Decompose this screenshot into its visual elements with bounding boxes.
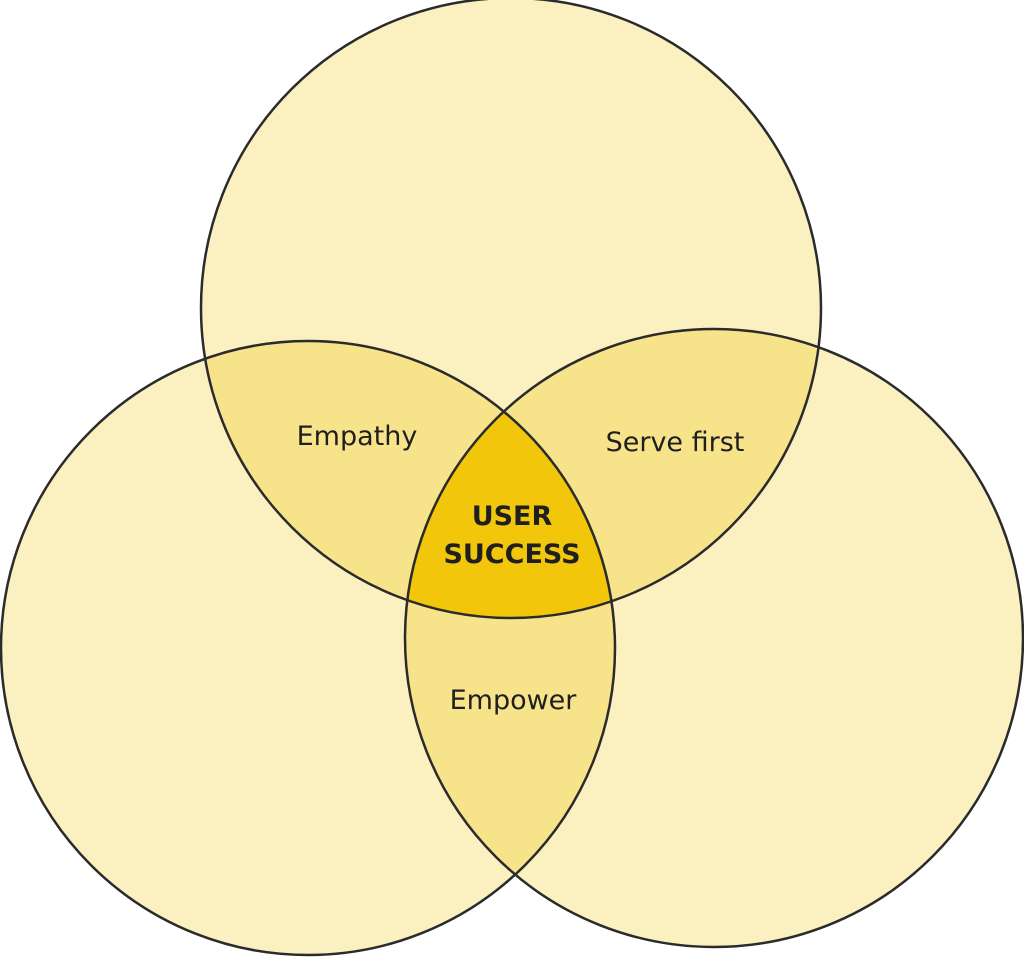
label-user: USER — [472, 501, 553, 532]
circle-right-outline — [403, 327, 1024, 949]
intersection-center — [405, 341, 615, 618]
label-empathy: Empathy — [297, 421, 418, 452]
label-serve-first: Serve first — [606, 427, 745, 458]
circle-top-outline — [199, 0, 823, 620]
label-empower: Empower — [450, 685, 578, 716]
circle-left-outline — [0, 339, 617, 957]
label-success: SUCCESS — [443, 539, 580, 570]
